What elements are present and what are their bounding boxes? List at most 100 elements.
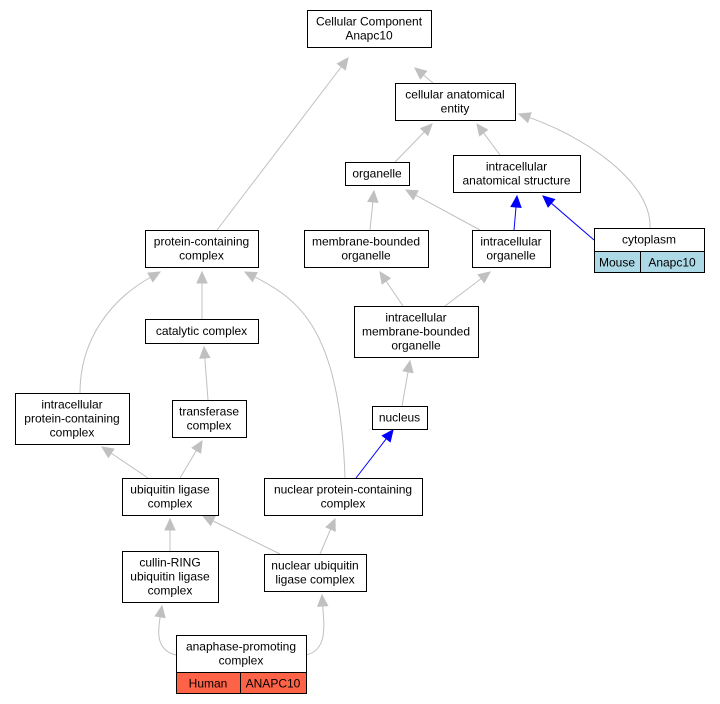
node-label-line: nucleus (379, 411, 420, 425)
node-box (264, 554, 367, 592)
edge-line (385, 280, 404, 307)
edge-intracellular-membrane-bounded-organelle-to-membrane-bounded-organelle (379, 270, 404, 307)
edge-arrowhead (196, 270, 208, 284)
edge-line (369, 201, 374, 231)
node-label-line: complex (187, 419, 232, 433)
node-label-line: nuclear ubiquitin (271, 559, 358, 573)
node-label-line: complex (321, 497, 366, 511)
edge-membrane-bounded-organelle-to-organelle (367, 189, 379, 231)
edge-anaphase-promoting-complex-to-nuclear-ubiquitin-ligase-complex (305, 593, 329, 656)
edge-arrowhead (542, 195, 556, 208)
edge-nucleus-to-intracellular-membrane-bounded-organelle (401, 359, 414, 407)
edge-line (254, 276, 346, 479)
node-catalytic-complex[interactable]: catalytic complex (145, 319, 259, 344)
node-label-line: ligase complex (275, 573, 354, 587)
node-box (307, 10, 432, 48)
node-box (453, 155, 581, 193)
node-box (145, 230, 259, 268)
node-box (354, 306, 479, 358)
edge-arrowhead (476, 123, 489, 137)
edge-nuclear-ubiquitin-ligase-complex-to-nuclear-protein-containing-complex (319, 517, 336, 555)
node-label-line: transferase (179, 405, 239, 419)
edge-cellular-anatomical-entity-to-cellular-component-anapc10 (414, 67, 434, 84)
gene-label: ANAPC10 (246, 677, 301, 691)
edge-line (529, 117, 651, 229)
node-label-line: protein-containing (154, 235, 249, 249)
node-label-line: cullin-RING (139, 556, 200, 570)
node-box (264, 478, 423, 516)
edge-arrowhead (404, 189, 419, 201)
node-label-line: anatomical structure (462, 174, 570, 188)
edge-nuclear-protein-containing-complex-to-nucleus (355, 429, 394, 479)
node-box (372, 406, 428, 430)
edge-cytoplasm-to-intracellular-anatomical-structure (542, 195, 595, 241)
node-label-line: ubiquitin ligase (130, 570, 210, 584)
node-box (304, 230, 429, 268)
edge-organelle-to-cellular-anatomical-entity (394, 123, 433, 163)
edge-line (319, 528, 332, 555)
edge-arrowhead (517, 112, 532, 124)
edge-line (79, 276, 151, 394)
node-label-line: organelle (391, 339, 441, 353)
edge-arrowhead (510, 194, 522, 208)
edge-arrowhead (336, 57, 349, 71)
node-label-line: complex (179, 249, 224, 263)
node-label-line: ubiquitin ligase (130, 483, 210, 497)
edge-intracellular-membrane-bounded-organelle-to-intracellular-organelle (444, 271, 491, 307)
node-label-line: intracellular (486, 160, 547, 174)
edge-line (158, 616, 177, 656)
node-label-line: protein-containing (24, 412, 119, 426)
edge-intracellular-organelle-to-organelle (404, 189, 481, 231)
edge-arrowhead (147, 271, 162, 283)
node-label-line: complex (50, 426, 95, 440)
edge-line (305, 605, 325, 656)
node-box (122, 478, 219, 516)
edge-cytoplasm-to-cellular-anatomical-entity (517, 112, 651, 229)
node-label-line: membrane-bounded (362, 325, 470, 339)
gene-cell (240, 672, 307, 694)
edge-nuclear-protein-containing-complex-to-protein-containing-complex (243, 271, 346, 479)
node-label-line: organelle (486, 249, 536, 263)
edge-arrowhead (191, 439, 203, 454)
node-label-line: Cellular Component (316, 15, 423, 29)
edge-arrowhead (419, 123, 433, 137)
node-label-line: catalytic complex (156, 324, 247, 338)
edge-line (401, 371, 409, 407)
gene-label: Anapc10 (648, 256, 696, 270)
node-organelle[interactable]: organelle (345, 162, 410, 186)
edge-intracellular-organelle-to-intracellular-anatomical-structure (510, 194, 522, 231)
node-label-line: complex (148, 497, 193, 511)
edge-arrowhead (317, 593, 329, 607)
node-box (472, 230, 551, 268)
node-box (395, 83, 516, 121)
species-label: Human (189, 677, 228, 691)
node-label-line: cytoplasm (622, 233, 676, 247)
edge-line (551, 202, 595, 241)
node-box (172, 400, 247, 438)
gene-cell (640, 251, 705, 273)
node-label-line: intracellular (480, 235, 541, 249)
node-box (145, 319, 259, 344)
edge-arrowhead (402, 359, 414, 374)
node-nucleus[interactable]: nucleus (372, 406, 428, 430)
edge-arrowhead (381, 429, 394, 443)
edge-line (204, 357, 209, 401)
edge-nuclear-ubiquitin-ligase-complex-to-ubiquitin-ligase-complex (201, 515, 281, 555)
node-label-line: organelle (341, 249, 391, 263)
